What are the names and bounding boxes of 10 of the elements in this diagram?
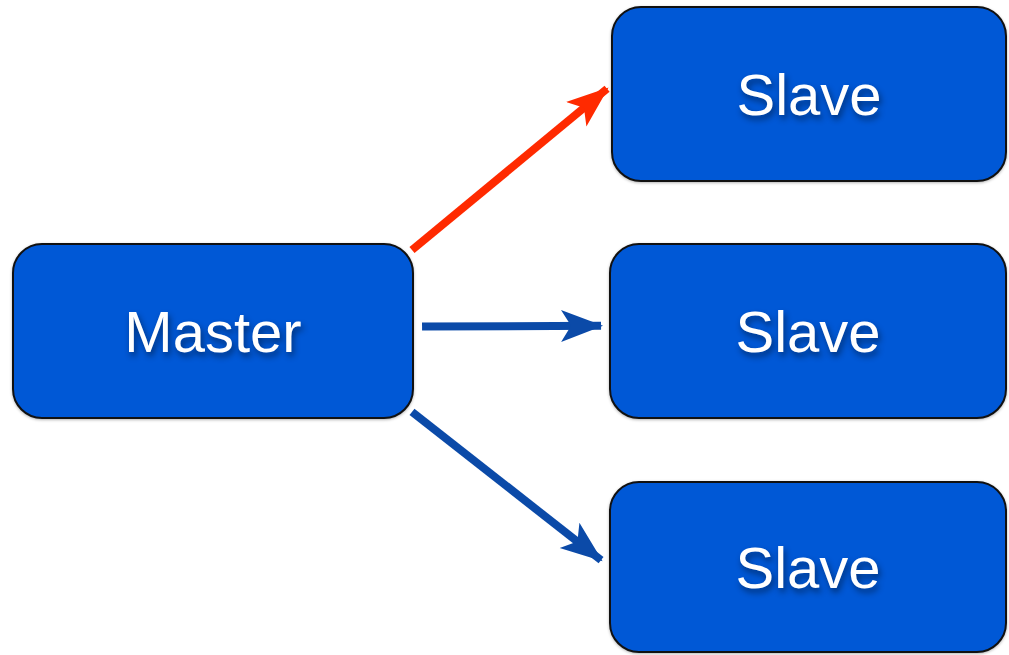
node-label: Slave (735, 533, 881, 601)
node-label: Slave (735, 297, 881, 365)
process-box (611, 6, 1007, 182)
arrow (409, 408, 604, 564)
process-box (12, 243, 414, 419)
node-label: Master (124, 297, 302, 365)
node-label: Slave (736, 60, 882, 128)
process-box (609, 243, 1007, 419)
arrow (409, 85, 610, 254)
process-box (609, 481, 1007, 653)
